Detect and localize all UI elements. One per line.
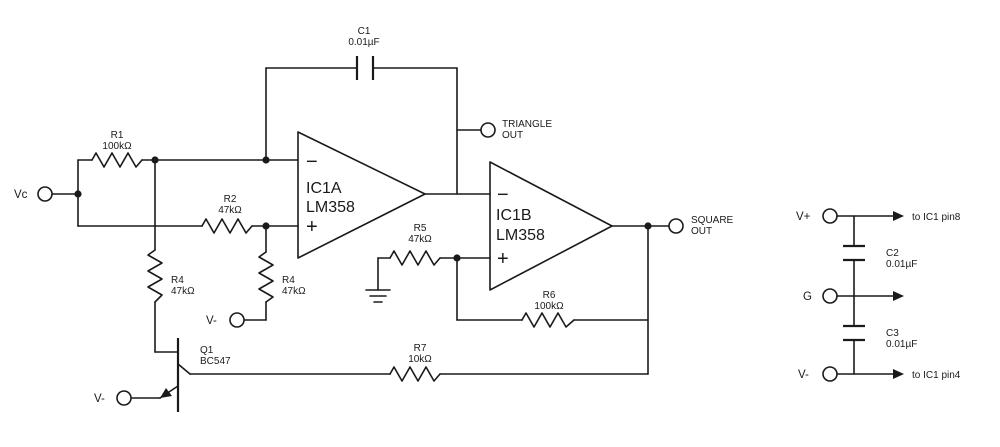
terminal-g	[822, 288, 838, 304]
label-vplus: V+	[796, 211, 811, 223]
label-to-pin4: to IC1 pin4	[912, 370, 961, 381]
junction-square	[644, 222, 652, 230]
r7-ref: R7	[414, 343, 427, 354]
q1-emitter-arrow	[160, 388, 172, 398]
terminal-square-out	[668, 218, 684, 234]
ic1a-minus-sign: −	[306, 151, 318, 173]
resistor-r2	[201, 218, 253, 234]
label-triangle-out-1: TRIANGLE	[502, 119, 552, 130]
label-square-out-1: SQUARE	[691, 215, 734, 226]
ic1a-name: IC1A	[306, 180, 342, 197]
r1-ref: R1	[111, 130, 124, 141]
c2-ref: C2	[886, 248, 899, 259]
resistor-r5	[389, 250, 441, 266]
junction-c1-minus	[262, 156, 270, 164]
resistor-r1	[91, 152, 143, 168]
label-vc: Vc	[14, 189, 28, 201]
ic1b-name: IC1B	[496, 207, 532, 224]
label-to-pin8: to IC1 pin8	[912, 212, 961, 223]
r1-value: 100kΩ	[102, 141, 132, 152]
r4a-value: 47kΩ	[171, 286, 195, 297]
opamp-ic1b	[489, 161, 613, 291]
c2-value: 0.01µF	[886, 259, 917, 270]
terminal-vplus	[822, 208, 838, 224]
resistor-r4a	[147, 249, 163, 303]
r4b-value: 47kΩ	[282, 286, 306, 297]
terminal-vc	[37, 186, 53, 202]
ic1a-part: LM358	[306, 199, 355, 216]
r6-value: 100kΩ	[534, 301, 564, 312]
ic1b-part: LM358	[496, 227, 545, 244]
label-vminus-r4: V-	[206, 315, 217, 327]
q1-value: BC547	[200, 356, 231, 367]
c1-ref: C1	[358, 26, 371, 37]
terminal-vminus-q1	[116, 390, 132, 406]
terminals	[37, 122, 684, 406]
r2-value: 47kΩ	[218, 205, 242, 216]
terminal-vminus-r4	[229, 312, 245, 328]
c3-value: 0.01µF	[886, 339, 917, 350]
ground-symbol	[365, 289, 391, 303]
resistor-r4b	[258, 251, 274, 303]
transistor-q1	[159, 338, 191, 412]
resistor-r7	[389, 366, 441, 382]
label-square-out-2: OUT	[691, 226, 712, 237]
label-g: G	[803, 291, 812, 303]
r7-value: 10kΩ	[408, 354, 432, 365]
label-vminus-supply: V-	[798, 369, 809, 381]
supply-section	[822, 208, 904, 382]
junction-r1-r4	[151, 156, 159, 164]
r4a-ref: R4	[171, 275, 184, 286]
ic1b-minus-sign: −	[497, 184, 509, 206]
label-triangle-out-2: OUT	[502, 130, 523, 141]
resistor-r6	[521, 312, 575, 328]
junction-r5-r6	[453, 254, 461, 262]
r4b-ref: R4	[282, 275, 295, 286]
junction-vc	[74, 190, 82, 198]
r5-value: 47kΩ	[408, 234, 432, 245]
terminal-triangle-out	[480, 122, 496, 138]
capacitor-c1	[355, 56, 375, 80]
r6-ref: R6	[543, 290, 556, 301]
junctions	[74, 156, 652, 262]
q1-ref: Q1	[200, 345, 214, 356]
r5-ref: R5	[414, 223, 427, 234]
c3-ref: C3	[886, 328, 899, 339]
r2-ref: R2	[224, 194, 237, 205]
ic1a-plus-sign: +	[306, 216, 318, 238]
terminal-vminus-supply	[822, 366, 838, 382]
junction-r2-r4	[262, 222, 270, 230]
c1-value: 0.01µF	[348, 37, 379, 48]
ic1b-plus-sign: +	[497, 248, 509, 270]
opamp-ic1a	[297, 131, 426, 259]
label-vminus-q1: V-	[94, 393, 105, 405]
wires	[51, 67, 670, 399]
